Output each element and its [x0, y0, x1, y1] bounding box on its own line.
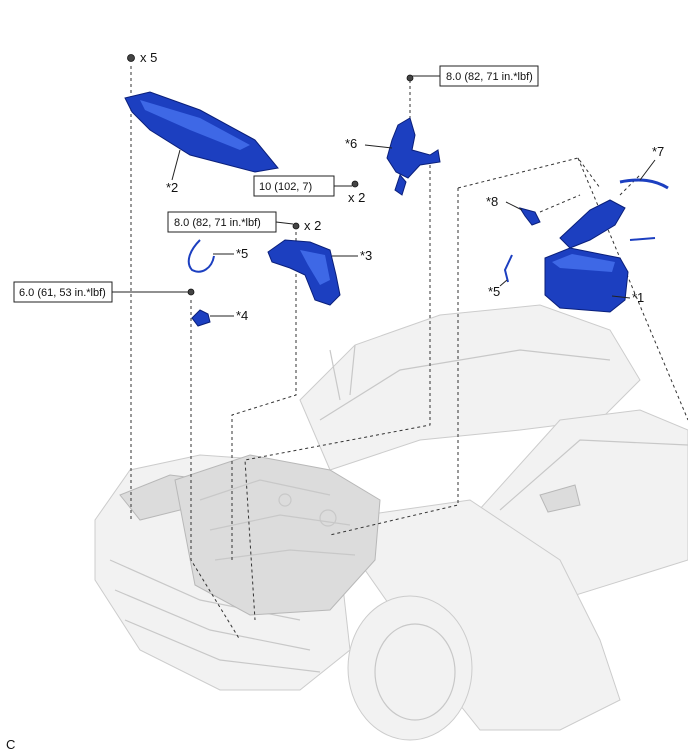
torque-spec-1: 8.0 (82, 71 in.*lbf)	[412, 65, 539, 87]
callout-7: *7	[652, 144, 664, 159]
torque-value: 8.0 (82, 71 in.*lbf)	[174, 217, 261, 229]
part-3-air-duct[interactable]	[267, 239, 341, 306]
torque-spec-2: 10 (102, 7)	[253, 175, 352, 197]
part-5-wire-left[interactable]	[187, 239, 215, 273]
part-5-wire-right[interactable]	[503, 254, 513, 283]
air-inlet-hose[interactable]	[559, 199, 626, 249]
callout-5-left: *5	[236, 246, 248, 261]
clip-icon	[127, 54, 135, 62]
hood	[299, 304, 641, 471]
torque-value: 10 (102, 7)	[259, 181, 312, 193]
figure-code: C	[6, 737, 15, 752]
torque-value: 8.0 (82, 71 in.*lbf)	[446, 71, 533, 83]
callout-1: *1	[632, 290, 644, 305]
part-4-clamp[interactable]	[191, 309, 211, 327]
part-6-bracket[interactable]	[386, 117, 441, 196]
callout-8: *8	[486, 194, 498, 209]
part-1-air-cleaner-case[interactable]	[544, 247, 629, 313]
bolt-icon	[351, 180, 359, 188]
callout-4: *4	[236, 308, 248, 323]
side-mirror	[539, 484, 581, 513]
callout-2: *2	[166, 180, 178, 195]
fasteners	[127, 54, 414, 296]
callout-3: *3	[360, 248, 372, 263]
torque-value: 6.0 (61, 53 in.*lbf)	[19, 287, 106, 299]
callout-5-right: *5	[488, 284, 500, 299]
vehicle-illustration	[94, 304, 688, 741]
part-2-cooling-plate[interactable]	[124, 91, 279, 173]
quantity-clips: x 5	[140, 50, 157, 65]
quantity-bolts-b: x 2	[304, 218, 321, 233]
bolt-icon	[187, 288, 195, 296]
part-8-hose-clip[interactable]	[518, 207, 541, 226]
engine-bay	[174, 454, 381, 616]
callout-6: *6	[345, 136, 357, 151]
part-7-hose[interactable]	[619, 178, 669, 241]
bolt-icon	[406, 74, 414, 82]
quantity-bolts-a: x 2	[348, 190, 365, 205]
torque-spec-3: 8.0 (82, 71 in.*lbf)	[167, 211, 294, 233]
front-wheel	[347, 595, 473, 741]
torque-spec-4: 6.0 (61, 53 in.*lbf)	[13, 281, 188, 303]
bolt-icon	[292, 222, 300, 230]
installation-guide-lines	[130, 66, 688, 641]
